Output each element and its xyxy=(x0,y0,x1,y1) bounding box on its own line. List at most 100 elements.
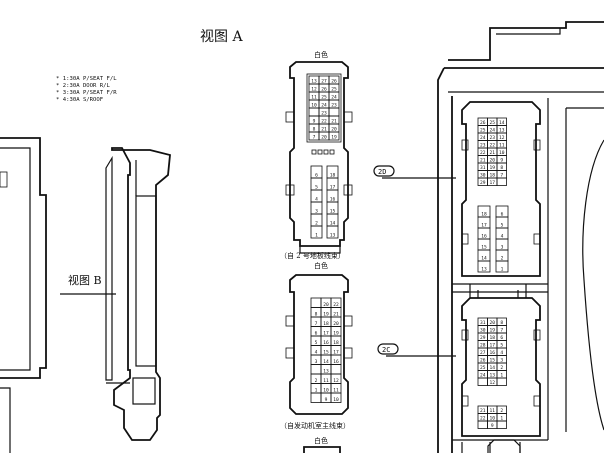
pin-number: 15 xyxy=(323,349,329,355)
pin-number: 3 xyxy=(500,357,503,363)
pin-number: 18 xyxy=(489,172,495,178)
pin-number: 18 xyxy=(330,172,336,178)
connector-color-label: 白色 xyxy=(314,261,328,270)
pin-number: 8 xyxy=(313,126,316,132)
pin-number: 22 xyxy=(480,150,486,156)
pin-number: 22 xyxy=(321,118,327,124)
pin-number: 23 xyxy=(489,135,495,141)
pin-number: 17 xyxy=(323,330,329,336)
pin-number: 26 xyxy=(480,120,486,126)
fuse-note: * 1:30A P/SEAT F/L xyxy=(56,76,117,82)
pin-number: 14 xyxy=(330,220,336,226)
pin-number: 13 xyxy=(489,372,495,378)
pin-number: 16 xyxy=(489,350,495,356)
pin-cell xyxy=(496,377,507,386)
pin-number: 25 xyxy=(480,365,486,371)
pin-number: 10 xyxy=(311,102,317,108)
pin-number: 16 xyxy=(323,340,329,346)
pin-number: 18 xyxy=(481,211,487,217)
pin-number: 18 xyxy=(489,335,495,341)
pin-number: 23 xyxy=(331,102,337,108)
pin-number: 25 xyxy=(321,94,327,100)
pin-number: 25 xyxy=(331,86,337,92)
connector-caption: （自发动机室主线束） xyxy=(280,421,350,430)
pin-number: 6 xyxy=(500,335,503,341)
pin-number: 27 xyxy=(321,78,327,84)
pin-number: 22 xyxy=(480,415,486,421)
pin-number: 20 xyxy=(489,157,495,163)
pin-number: 14 xyxy=(489,365,495,371)
connector-caption: （自 2 号地板线束） xyxy=(280,251,345,260)
pin-number: 13 xyxy=(323,368,329,374)
pin-number: 12 xyxy=(489,380,495,386)
pin-number: 23 xyxy=(321,110,327,116)
pin-number: 26 xyxy=(331,78,337,84)
fuse-note: * 2:30A DOOR R/L xyxy=(56,83,111,89)
pin-cell xyxy=(477,420,488,429)
pin-cell xyxy=(328,131,340,141)
pin-cell xyxy=(326,225,339,239)
pin-number: 26 xyxy=(321,86,327,92)
pin-cell xyxy=(330,364,342,375)
pin-cell xyxy=(310,225,323,239)
pin-number: 11 xyxy=(333,387,339,393)
pin-number: 3 xyxy=(315,359,318,365)
pin-number: 31 xyxy=(480,320,486,326)
pin-number: 19 xyxy=(489,327,495,333)
pin-number: 10 xyxy=(333,397,339,403)
pin-number: 2 xyxy=(315,378,318,384)
pin-number: 3 xyxy=(315,208,318,214)
callout-2d: 2D xyxy=(373,165,456,179)
pin-number: 31 xyxy=(480,165,486,171)
pin-number: 23 xyxy=(480,142,486,148)
pin-number: 9 xyxy=(491,423,494,429)
pin-number: 9 xyxy=(500,157,503,163)
pin-cell xyxy=(330,392,342,403)
pin-number: 1 xyxy=(315,387,318,393)
pin-number: 30 xyxy=(480,172,486,178)
pin-number: 12 xyxy=(333,378,339,384)
pin-cell xyxy=(310,364,322,375)
pin-cell xyxy=(496,420,507,429)
pin-number: 29 xyxy=(480,335,486,341)
pin-number: 2 xyxy=(500,365,503,371)
pin-number: 7 xyxy=(315,321,318,327)
pin-number: 17 xyxy=(481,222,487,228)
left-block-outline xyxy=(0,137,47,453)
pin-number: 15 xyxy=(489,357,495,363)
pin-number: 16 xyxy=(333,359,339,365)
callout-label: 2C xyxy=(382,346,390,354)
pin-number: 13 xyxy=(499,127,505,133)
pin-number: 24 xyxy=(489,127,495,133)
pin-number: 19 xyxy=(489,165,495,171)
pin-number: 21 xyxy=(321,126,327,132)
pin-number: 6 xyxy=(501,211,504,217)
fuse-note: * 3:30A P/SEAT F/R xyxy=(56,90,117,96)
pin-number: 20 xyxy=(321,134,327,140)
connector-bottom xyxy=(303,446,341,453)
pin-cell xyxy=(328,107,340,117)
pin-number: 17 xyxy=(489,180,495,186)
pin-number: 24 xyxy=(480,372,486,378)
pin-number: 16 xyxy=(481,233,487,239)
pin-number: 4 xyxy=(315,349,318,355)
pin-number: 21 xyxy=(480,157,486,163)
pin-number: 2 xyxy=(315,220,318,226)
pin-number: 1 xyxy=(500,372,503,378)
callout-label: 2D xyxy=(378,168,386,176)
connector-color-label: 白色 xyxy=(314,50,328,59)
pin-number: 27 xyxy=(480,350,486,356)
pin-cell xyxy=(496,177,507,186)
pin-number: 5 xyxy=(315,340,318,346)
pin-number: 2 xyxy=(500,408,503,414)
pin-number: 13 xyxy=(311,78,317,84)
pin-cell xyxy=(477,377,488,386)
pin-number: 11 xyxy=(323,378,329,384)
pin-number: 21 xyxy=(480,408,486,414)
